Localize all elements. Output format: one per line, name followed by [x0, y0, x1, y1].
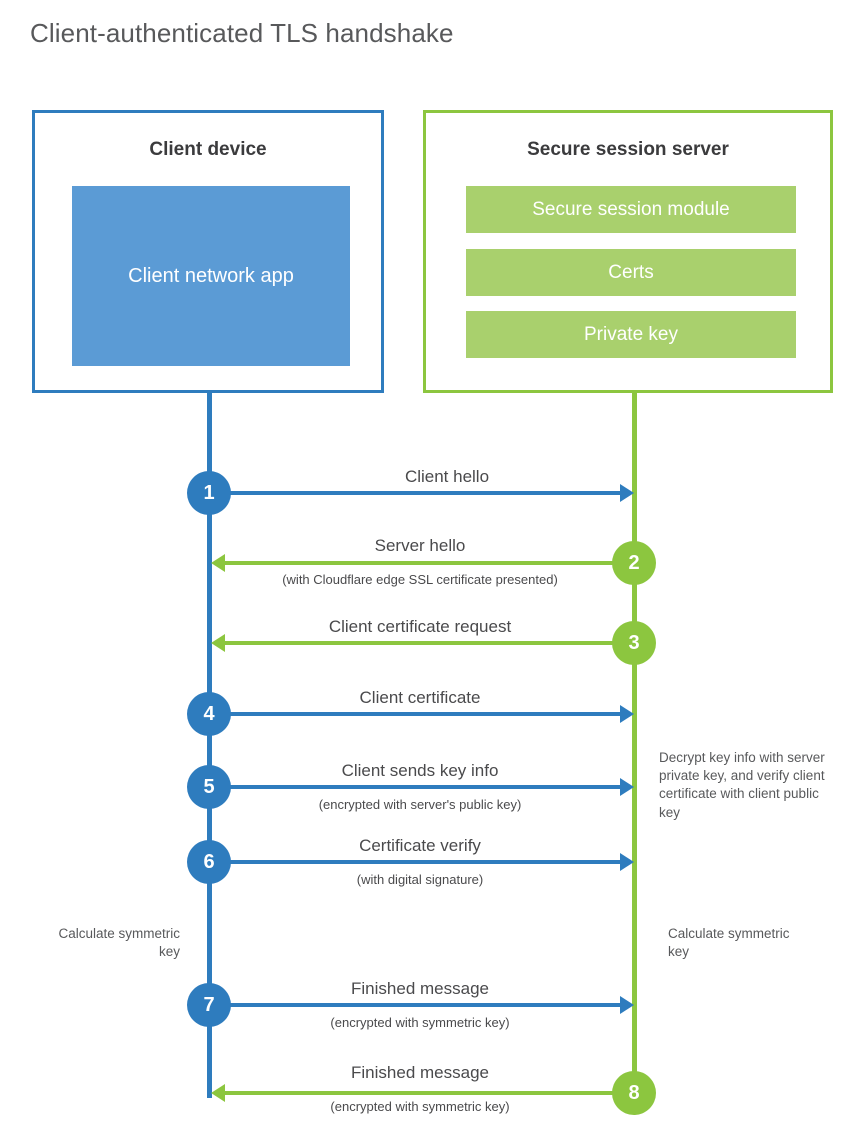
- step-1-label: Client hello: [404, 467, 490, 486]
- step-5-arrow-head-icon: [620, 778, 634, 796]
- step-4-label: Client certificate: [359, 688, 481, 707]
- step-6-label: Certificate verify: [359, 836, 481, 855]
- secure-session-server-title: Secure session server: [527, 139, 729, 160]
- client-device-title: Client device: [149, 139, 267, 160]
- step-8-arrow-shaft: [225, 1091, 635, 1095]
- step-7-number: 7: [203, 993, 215, 1016]
- step-1-number: 1: [203, 481, 215, 504]
- server-component-secure-session-module: Secure session module: [466, 186, 796, 233]
- step-3-label: Client certificate request: [328, 617, 512, 636]
- step-5-arrow-shaft: [210, 785, 622, 789]
- step-6-number: 6: [203, 850, 215, 873]
- step-6-arrow-head-icon: [620, 853, 634, 871]
- step-8-circle: 8: [612, 1071, 656, 1115]
- step-1-arrow-shaft: [210, 491, 622, 495]
- step-5-sublabel: (encrypted with server's public key): [318, 797, 522, 812]
- step-3-circle: 3: [612, 621, 656, 665]
- step-7-arrow-shaft: [210, 1003, 622, 1007]
- server-calculate-symmetric-key-annotation: Calculate symmetric key: [668, 926, 790, 960]
- step-6-sublabel: (with digital signature): [356, 872, 484, 887]
- client-lifeline: [207, 390, 212, 1098]
- step-4-number: 4: [203, 702, 215, 725]
- step-4-arrow-shaft: [210, 712, 622, 716]
- step-2-arrow-head-icon: [211, 554, 225, 572]
- step-1-circle: 1: [187, 471, 231, 515]
- step-2-number: 2: [628, 551, 640, 574]
- step-4-circle: 4: [187, 692, 231, 736]
- client-device-box: Client device Client network app: [32, 110, 384, 393]
- server-component-certs: Certs: [466, 249, 796, 296]
- client-network-app-box: Client network app: [72, 186, 350, 366]
- step-3-arrow-shaft: [225, 641, 635, 645]
- step-5-number: 5: [203, 775, 215, 798]
- step-2-arrow-shaft: [225, 561, 635, 565]
- step-6-circle: 6: [187, 840, 231, 884]
- step-3-arrow-head-icon: [211, 634, 225, 652]
- step-2-circle: 2: [612, 541, 656, 585]
- step-7-arrow-head-icon: [620, 996, 634, 1014]
- step-7-circle: 7: [187, 983, 231, 1027]
- step-5-label: Client sends key info: [341, 761, 499, 780]
- server-decrypt-annotation: Decrypt key info with server private key…: [659, 750, 825, 820]
- step-4-arrow-head-icon: [620, 705, 634, 723]
- client-calculate-symmetric-key-annotation: Calculate symmetric key: [58, 926, 180, 960]
- page-title: Client-authenticated TLS handshake: [30, 18, 454, 48]
- step-8-arrow-head-icon: [211, 1084, 225, 1102]
- server-lifeline: [632, 390, 637, 1092]
- step-6-arrow-shaft: [210, 860, 622, 864]
- step-7-sublabel: (encrypted with symmetric key): [330, 1015, 510, 1030]
- step-3-number: 3: [628, 631, 640, 654]
- server-component-private-key: Private key: [466, 311, 796, 358]
- step-2-sublabel: (with Cloudflare edge SSL certificate pr…: [282, 572, 558, 587]
- step-2-label: Server hello: [374, 536, 466, 555]
- step-8-number: 8: [628, 1081, 640, 1104]
- step-8-label: Finished message: [351, 1063, 489, 1082]
- step-7-label: Finished message: [351, 979, 489, 998]
- secure-session-server-box: Secure session server Secure session mod…: [423, 110, 833, 393]
- step-8-sublabel: (encrypted with symmetric key): [330, 1099, 510, 1114]
- step-5-circle: 5: [187, 765, 231, 809]
- step-1-arrow-head-icon: [620, 484, 634, 502]
